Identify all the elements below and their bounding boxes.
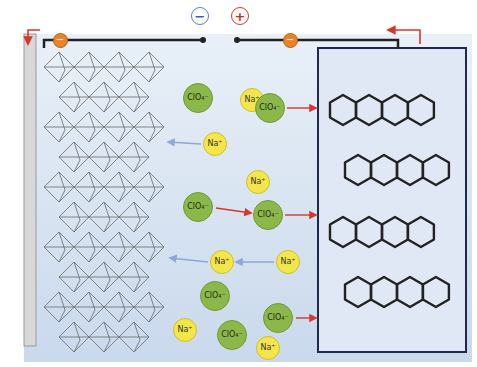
sodium-ion: Na⁺ xyxy=(276,250,300,274)
perchlorate-ion: ClO₄⁻ xyxy=(200,281,230,311)
current-collector xyxy=(24,34,36,346)
ion-label: + xyxy=(235,10,246,23)
perchlorate-ion: ClO₄⁻ xyxy=(183,83,213,113)
perchlorate-ion: ClO₄⁻ xyxy=(255,93,285,123)
ion-label: − xyxy=(195,10,206,23)
ion-label: ClO₄⁻ xyxy=(187,203,209,211)
perchlorate-ion: ClO₄⁻ xyxy=(263,303,293,333)
sodium-ion: Na⁺ xyxy=(210,250,234,274)
ion-label: Na⁺ xyxy=(260,344,275,352)
ion-label: − xyxy=(286,35,294,45)
perchlorate-ion: ClO₄⁻ xyxy=(253,200,283,230)
ion-label: ClO₄⁻ xyxy=(259,104,281,112)
sodium-ion: Na⁺ xyxy=(256,336,280,360)
graphene-layers xyxy=(330,95,449,307)
sodium-ion: Na⁺ xyxy=(203,132,227,156)
ion-label: ClO₄⁻ xyxy=(267,314,289,322)
ion-label: Na⁺ xyxy=(177,326,192,334)
electron: − xyxy=(53,33,68,48)
terminal xyxy=(200,37,206,43)
ion-label: ClO₄⁻ xyxy=(204,292,226,300)
electron: − xyxy=(283,33,298,48)
positive-terminal: + xyxy=(231,7,249,25)
ion-label: Na⁺ xyxy=(250,178,265,186)
ion-label: − xyxy=(56,35,64,45)
current-arrows xyxy=(28,30,420,44)
perchlorate-ion: ClO₄⁻ xyxy=(217,320,247,350)
oxide-lattice xyxy=(44,52,164,352)
ion-label: Na⁺ xyxy=(280,258,295,266)
wires xyxy=(44,40,398,48)
terminal xyxy=(234,37,240,43)
ion-label: Na⁺ xyxy=(207,140,222,148)
graphite-electrode xyxy=(318,48,466,352)
ion-label: ClO₄⁻ xyxy=(221,331,243,339)
ion-label: ClO₄⁻ xyxy=(187,94,209,102)
negative-terminal: − xyxy=(191,7,209,25)
anion-arrows xyxy=(216,108,316,318)
electrolyte xyxy=(24,34,472,362)
ion-label: ClO₄⁻ xyxy=(257,211,279,219)
perchlorate-ion: ClO₄⁻ xyxy=(183,192,213,222)
ion-label: Na⁺ xyxy=(214,258,229,266)
sodium-ion: Na⁺ xyxy=(246,170,270,194)
sodium-ion: Na⁺ xyxy=(173,318,197,342)
